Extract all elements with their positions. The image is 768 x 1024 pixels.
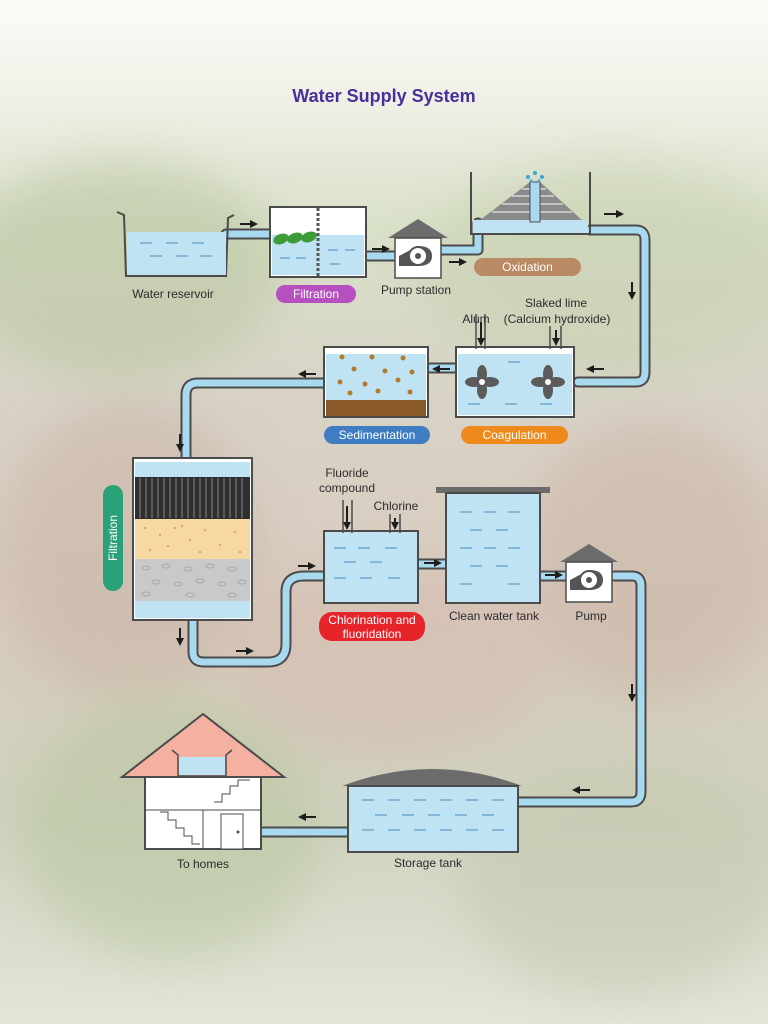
chlorination-tank: [323, 500, 419, 604]
filtration-side-badge: Filtration: [103, 485, 123, 591]
coagulation-badge: Coagulation: [461, 426, 568, 444]
chlorination-label-line2: fluoridation: [342, 627, 402, 641]
pump-station: [388, 219, 448, 279]
alum-label: Alum: [462, 312, 490, 326]
pump: [560, 544, 618, 603]
water-reservoir: [116, 211, 235, 277]
chlorine-label: Chlorine: [373, 499, 419, 513]
clean-water-tank: [436, 487, 550, 604]
filtration-side-label: Filtration: [106, 514, 120, 562]
filtration-tank-top: [269, 206, 367, 278]
filtration-badge: Filtration: [276, 285, 356, 303]
pump-station-label: Pump station: [380, 283, 452, 297]
house-icon: [119, 712, 287, 850]
sedimentation-badge: Sedimentation: [324, 426, 430, 444]
to-homes-label: To homes: [176, 857, 230, 871]
oxidation-tank: [470, 171, 591, 235]
calcium-hydroxide-label: (Calcium hydroxide): [503, 312, 611, 326]
flow-arrows: [176, 210, 636, 821]
storage-tank-label: Storage tank: [393, 856, 463, 870]
mixer-fan-icon: [465, 365, 565, 399]
page-title: Water Supply System: [292, 86, 476, 106]
water-spray-icon: [526, 171, 544, 183]
fluoride-label: Fluoride: [325, 466, 369, 480]
leaf-icon: [273, 231, 317, 245]
water-reservoir-label: Water reservoir: [132, 287, 214, 301]
chlorination-label-line1: Chlorination and: [328, 613, 416, 627]
chlorination-badge: Chlorination and fluoridation: [319, 612, 425, 641]
coagulation-tank: [455, 314, 575, 418]
pump-label: Pump: [575, 609, 607, 623]
filtration-tank-side: [132, 457, 253, 621]
storage-tank: [342, 769, 522, 853]
sedimentation-tank: [323, 346, 429, 418]
oxidation-badge: Oxidation: [474, 258, 581, 276]
clean-water-tank-label: Clean water tank: [448, 609, 540, 623]
slaked-lime-label: Slaked lime: [524, 296, 588, 310]
compound-label: compound: [318, 481, 376, 495]
particles-icon: [337, 354, 415, 396]
